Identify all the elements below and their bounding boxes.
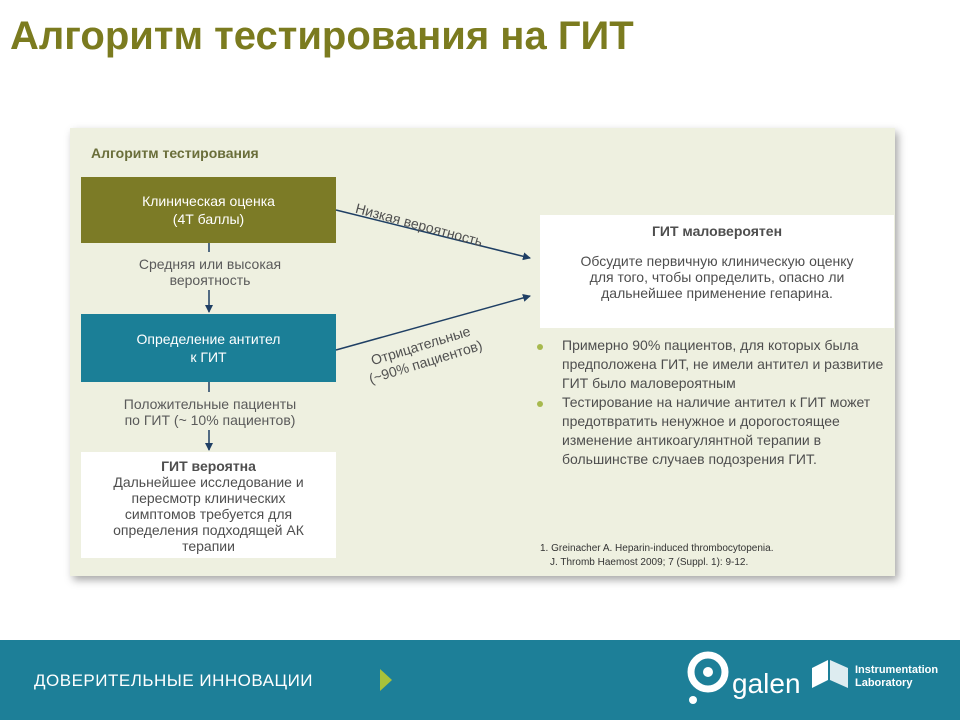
instrumentation-laboratory-logo-icon — [812, 660, 848, 688]
panel-label: Алгоритм тестирования — [91, 145, 259, 161]
hit-unlikely-box: ГИТ маловероятен Обсудите первичную клин… — [540, 215, 894, 328]
hit-unlikely-heading: ГИТ маловероятен — [651, 223, 783, 239]
mid-probability-line2: вероятность — [169, 272, 251, 288]
play-arrow-icon — [380, 669, 392, 691]
hit-likely-box: ГИТ вероятна Дальнейшее исследование и п… — [81, 452, 336, 558]
antibody-box-line1: Определение антител — [136, 331, 281, 347]
positive-line2: по ГИТ (~ 10% пациентов) — [124, 412, 296, 428]
galen-logo-icon — [687, 651, 729, 704]
positive-line1: Положительные пациенты — [123, 396, 297, 412]
reference-line1: 1. Greinacher A. Heparin-induced thrombo… — [540, 543, 774, 554]
arrow-negative — [335, 294, 531, 351]
arrow-low-probability — [335, 209, 531, 261]
hit-likely-line3: симптомов требуется для — [124, 506, 293, 522]
footer-bar — [0, 640, 960, 720]
mid-probability-label: Средняя или высокая вероятность — [110, 256, 310, 288]
antibody-test-box: Определение антител к ГИТ — [81, 314, 336, 382]
clinical-box-line1: Клиническая оценка — [142, 193, 275, 209]
hit-unlikely-line1: Обсудите первичную клиническую оценку — [580, 253, 854, 269]
footer-slogan: ДОВЕРИТЕЛЬНЫЕ ИННОВАЦИИ — [34, 671, 314, 690]
positive-patients-label: Положительные пациенты по ГИТ (~ 10% пац… — [90, 396, 330, 428]
clinical-box-line2: (4Т баллы) — [172, 211, 245, 227]
il-line1: Instrumentation — [855, 664, 939, 676]
antibody-box-line2: к ГИТ — [190, 349, 227, 365]
bullet-text-2: Тестирование на наличие антител к ГИТ мо… — [562, 394, 871, 467]
reference-note: 1. Greinacher A. Heparin-induced thrombo… — [540, 542, 773, 570]
hit-likely-line1: Дальнейшее исследование и — [113, 474, 304, 490]
reference-line2: J. Thromb Haemost 2009; 7 (Suppl. 1): 9-… — [550, 557, 749, 568]
hit-likely-line4: определения подходящей АК — [113, 522, 304, 538]
instrumentation-laboratory-text: Instrumentation Laboratory — [855, 664, 938, 690]
hit-likely-line2: пересмотр клинических — [131, 490, 286, 506]
page-title: Алгоритм тестирования на ГИТ — [10, 14, 634, 58]
galen-logo-text: galen — [732, 668, 801, 699]
mid-probability-line1: Средняя или высокая — [138, 256, 282, 272]
bullet-icon — [537, 344, 543, 350]
hit-likely-heading: ГИТ вероятна — [161, 458, 256, 474]
key-points-list: Примерно 90% пациентов, для которых была… — [537, 336, 885, 469]
hit-likely-line5: терапии — [182, 538, 235, 554]
list-item: Примерно 90% пациентов, для которых была… — [537, 336, 885, 393]
hit-unlikely-line2: для того, чтобы определить, опасно ли — [589, 269, 845, 285]
bullet-icon — [537, 401, 543, 407]
bullet-text-1: Примерно 90% пациентов, для которых была… — [562, 337, 884, 391]
list-item: Тестирование на наличие антител к ГИТ мо… — [537, 393, 885, 469]
hit-unlikely-line3: дальнейшее применение гепарина. — [601, 285, 833, 301]
clinical-assessment-box: Клиническая оценка (4Т баллы) — [81, 177, 336, 243]
il-line2: Laboratory — [855, 677, 913, 689]
